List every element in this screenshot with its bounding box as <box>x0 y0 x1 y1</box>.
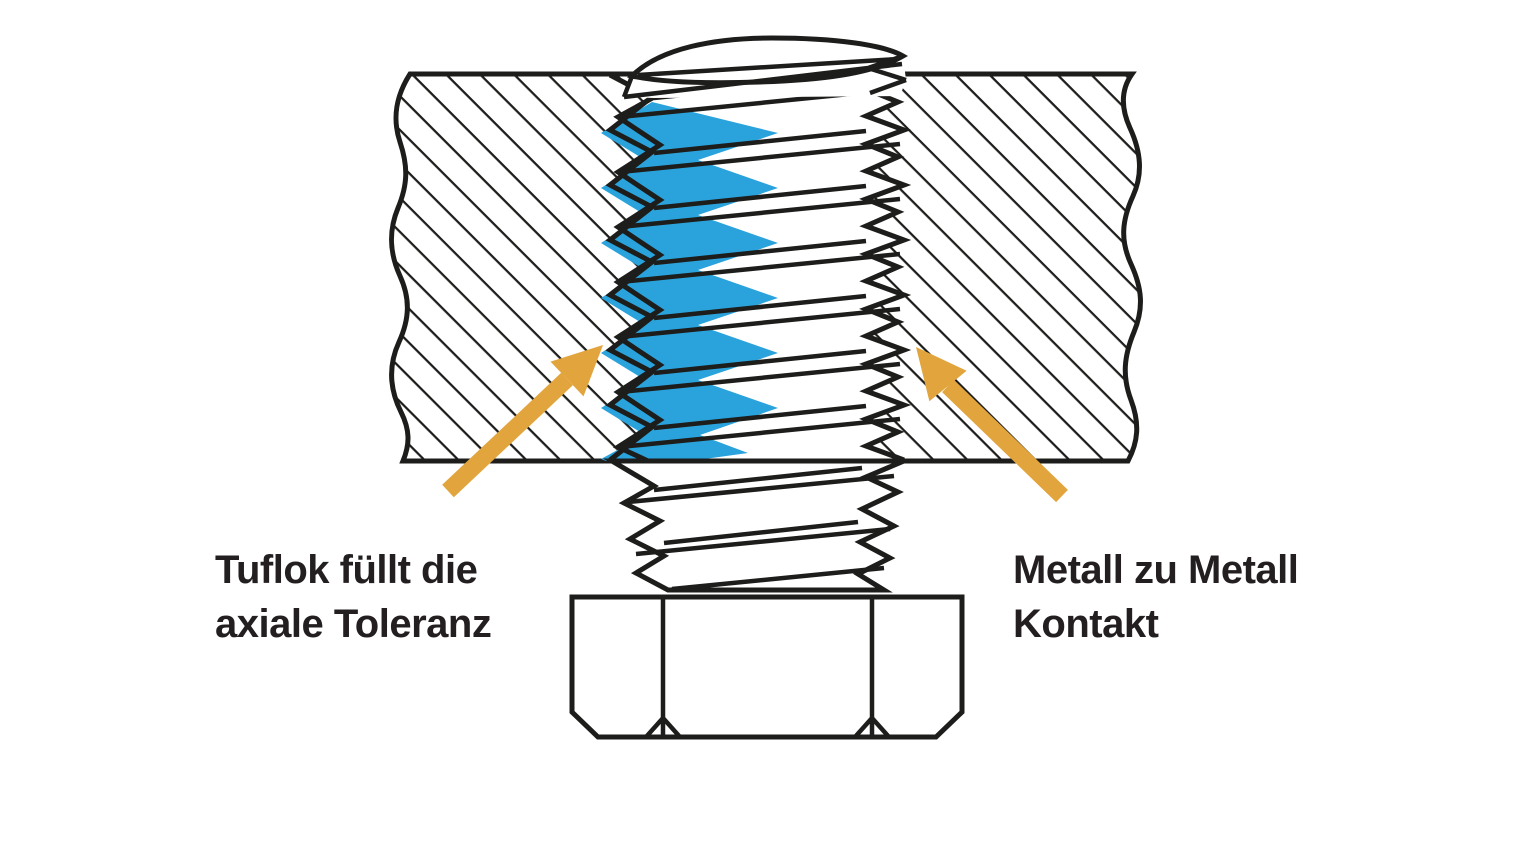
metal-contact-label-line1: Metall zu Metall <box>1013 548 1298 592</box>
bolt-lower-thread-lines <box>627 465 895 592</box>
bolt-tip-lines <box>621 53 907 100</box>
bolt <box>569 35 965 740</box>
metal-contact-label-line2: Kontakt <box>1013 602 1159 646</box>
right-arrow-icon <box>916 347 1068 503</box>
bolt-lower-threads <box>602 458 905 593</box>
tuflok-label-line2: axiale Toleranz <box>215 602 491 646</box>
left-arrow-icon <box>442 345 603 498</box>
hex-head <box>569 594 965 740</box>
thread-contact-zigzag-right <box>859 72 912 463</box>
tuflok-label-line1: Tuflok füllt die <box>215 548 477 592</box>
bolt-thread-zigzag-left <box>612 93 665 464</box>
hex-head-facets <box>644 598 891 739</box>
